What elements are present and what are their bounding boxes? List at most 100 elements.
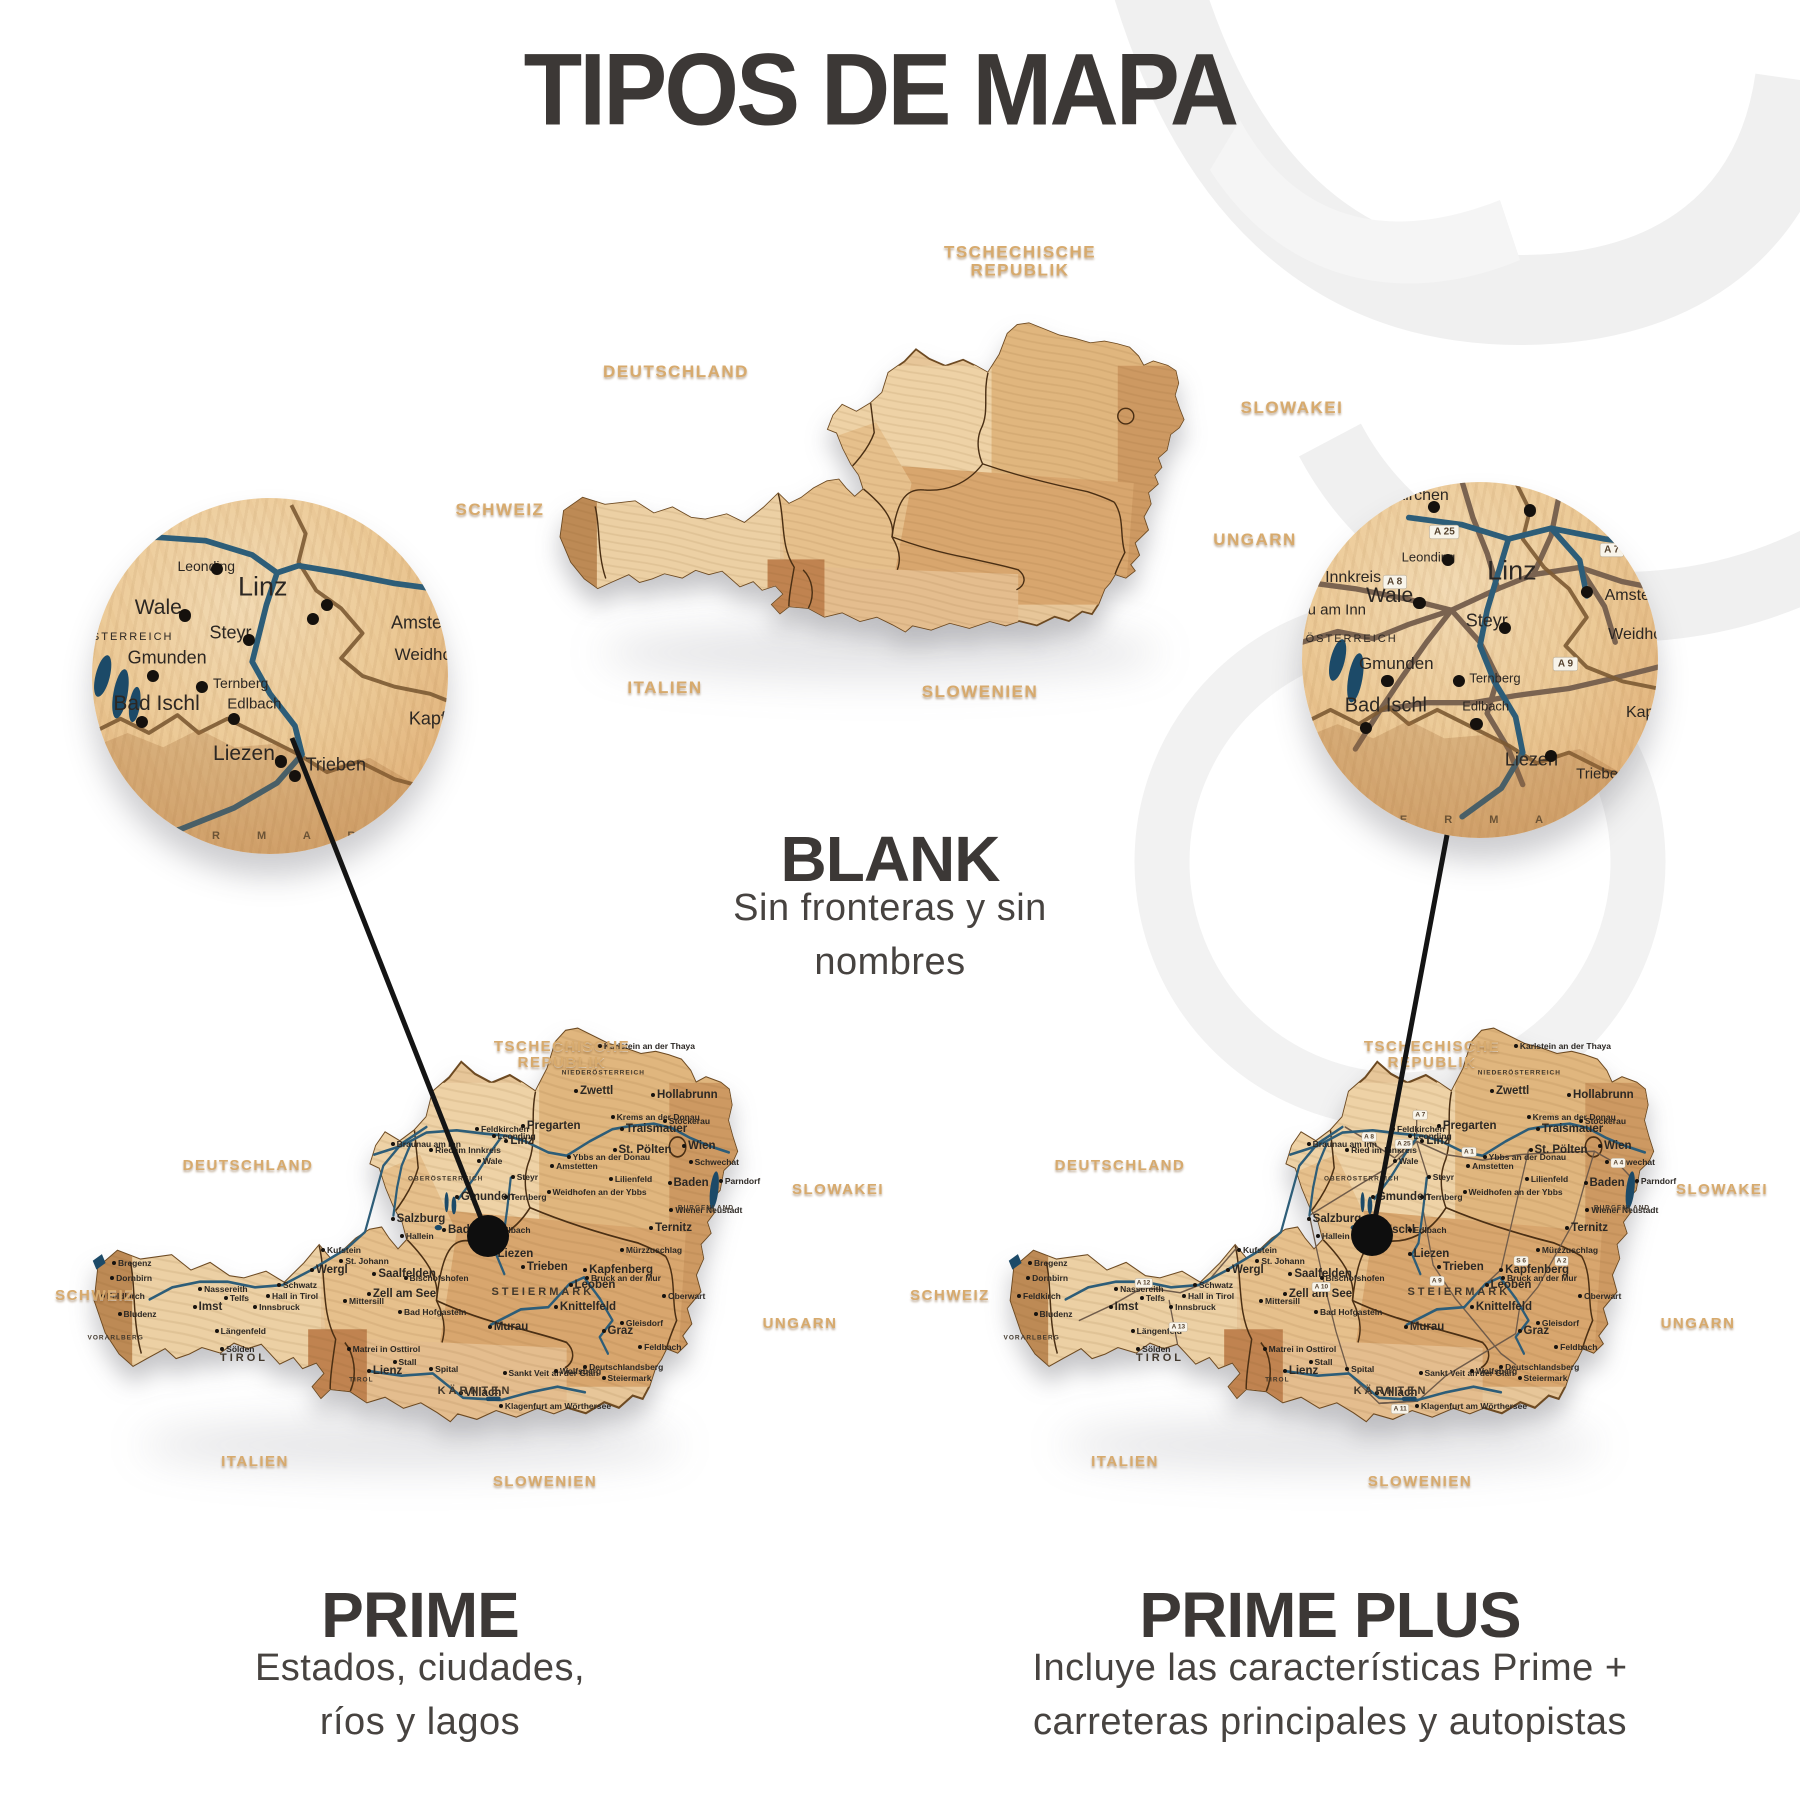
- city-dot: [392, 1360, 397, 1365]
- detail-city-label: Weidhofen: [394, 644, 448, 664]
- detail-city-dot: [1523, 504, 1536, 517]
- state-label: KÄRNTEN: [1353, 1385, 1429, 1398]
- city-dot: [1193, 1283, 1197, 1288]
- city-dot: [504, 1139, 509, 1144]
- city-dot: [1524, 1176, 1529, 1181]
- city-dot: [1634, 1179, 1639, 1184]
- city-dot: [553, 1305, 558, 1310]
- city-label: Ybbs an der Donau: [566, 1152, 650, 1162]
- city-dot: [1583, 1181, 1588, 1186]
- city-label: Krems an der Donau: [1526, 1112, 1616, 1122]
- city-label: Bregenz: [112, 1258, 152, 1268]
- city-label: Sölden: [1136, 1344, 1171, 1354]
- city-label: Steiermark: [1517, 1373, 1567, 1383]
- city-dot: [1578, 1119, 1583, 1124]
- city-dot: [601, 1329, 606, 1334]
- wood-country-label: TSCHECHISCHE REPUBLIK: [1363, 1037, 1501, 1071]
- city-dot: [610, 1115, 615, 1120]
- detail-city-label: Ried im Innkreis: [1302, 569, 1382, 587]
- prime-plus-heading: PRIME PLUS: [1139, 1579, 1521, 1651]
- city-label: Wergl: [1226, 1264, 1264, 1276]
- city-dot: [638, 1344, 643, 1349]
- city-dot: [1308, 1360, 1313, 1365]
- wood-country-label: SCHWEIZ: [455, 499, 545, 519]
- city-dot: [1237, 1247, 1241, 1252]
- city-label: Parndorf: [718, 1176, 760, 1186]
- city-label: Feldbach: [1554, 1342, 1597, 1352]
- city-label: Ternberg: [504, 1192, 547, 1202]
- city-dot: [1306, 1216, 1311, 1221]
- city-label: Nassereith: [198, 1284, 248, 1294]
- city-dot: [1403, 1325, 1408, 1330]
- city-dot: [583, 1364, 588, 1369]
- city-dot: [583, 1267, 588, 1272]
- state-label: TIROL: [220, 1352, 268, 1364]
- highway-shield: A 1: [1461, 1147, 1476, 1157]
- city-label: St. Pölten: [1528, 1144, 1588, 1156]
- detail-city-dot: [146, 669, 159, 683]
- city-label: Mürzzuschlag: [619, 1245, 682, 1255]
- detail-city-label: Wale: [134, 596, 182, 620]
- city-label: Matrei in Osttirol: [346, 1344, 420, 1354]
- city-label: Linz: [504, 1135, 533, 1147]
- highway-shield: A 12: [1134, 1278, 1153, 1288]
- highway-shield: A 8: [1382, 575, 1407, 589]
- city-dot: [223, 1296, 228, 1301]
- city-dot: [574, 1088, 578, 1093]
- city-dot: [688, 1160, 693, 1165]
- city-label: Bruck an der Mur: [1501, 1273, 1577, 1283]
- detail-city-dot: [1470, 718, 1483, 731]
- city-label: Leoben: [1484, 1279, 1531, 1291]
- city-label: Weidhofen an der Ybbs: [546, 1187, 647, 1197]
- city-label: Schwatz: [1193, 1280, 1233, 1290]
- city-label: Dornbirn: [1026, 1273, 1068, 1283]
- detail-circle-prime-plus-labels: FeldkirchenLeondingLinzWaleSteyrRied im …: [1302, 482, 1658, 838]
- detail-city-label: Wale: [1366, 583, 1414, 607]
- city-label: Villach: [1374, 1387, 1417, 1399]
- city-label: Zwettl: [1490, 1085, 1529, 1097]
- detail-city-label: Liezen: [1504, 749, 1558, 770]
- city-dot: [502, 1371, 507, 1376]
- city-dot: [366, 1291, 371, 1296]
- city-dot: [1414, 1403, 1419, 1408]
- city-dot: [682, 1143, 687, 1148]
- city-label: Oberwart: [1578, 1291, 1621, 1301]
- city-dot: [1262, 1347, 1267, 1352]
- state-label: TIROL: [349, 1376, 374, 1384]
- city-dot: [339, 1258, 344, 1263]
- detail-city-dot: [1360, 721, 1373, 734]
- detail-city-label: OBERÖSTERREICH: [1302, 632, 1398, 645]
- highway-shield: A 13: [1169, 1322, 1188, 1332]
- city-dot: [520, 1123, 525, 1128]
- detail-city-label: Bad Ischl: [113, 692, 200, 716]
- city-dot: [1517, 1329, 1522, 1334]
- city-label: Mürzzuschlag: [1535, 1245, 1598, 1255]
- city-label: Trieben: [520, 1261, 568, 1273]
- detail-city-label: Amstetten: [391, 612, 448, 633]
- city-label: Feldkirch: [101, 1291, 145, 1301]
- city-dot: [1314, 1309, 1318, 1314]
- wood-country-label: DEUTSCHLAND: [603, 361, 749, 381]
- city-dot: [1567, 1092, 1571, 1097]
- wood-country-label: SCHWEIZ: [910, 1286, 990, 1304]
- city-label: Traismauer: [1535, 1123, 1603, 1135]
- detail-city-dot: [1452, 675, 1465, 688]
- city-dot: [310, 1267, 314, 1272]
- city-label: Saalfelden: [372, 1268, 436, 1280]
- city-dot: [110, 1276, 115, 1281]
- blank-description-line2: nombres: [814, 941, 966, 983]
- city-dot: [1306, 1141, 1311, 1146]
- city-dot: [662, 1119, 667, 1124]
- prime-description-line2: ríos y lagos: [319, 1701, 521, 1743]
- city-label: St. Pölten: [612, 1144, 672, 1156]
- city-label: Imst: [192, 1301, 222, 1313]
- detail-city-dot: [135, 716, 148, 729]
- city-label: Karlstein an der Thaya: [597, 1041, 695, 1051]
- city-dot: [1469, 1369, 1474, 1374]
- city-label: Trieben: [1436, 1261, 1484, 1273]
- highway-shield: A 8: [1362, 1132, 1376, 1142]
- city-label: Innsbruck: [1169, 1302, 1216, 1312]
- city-label: Baden: [1583, 1177, 1625, 1189]
- city-label: Kufstein: [321, 1245, 361, 1255]
